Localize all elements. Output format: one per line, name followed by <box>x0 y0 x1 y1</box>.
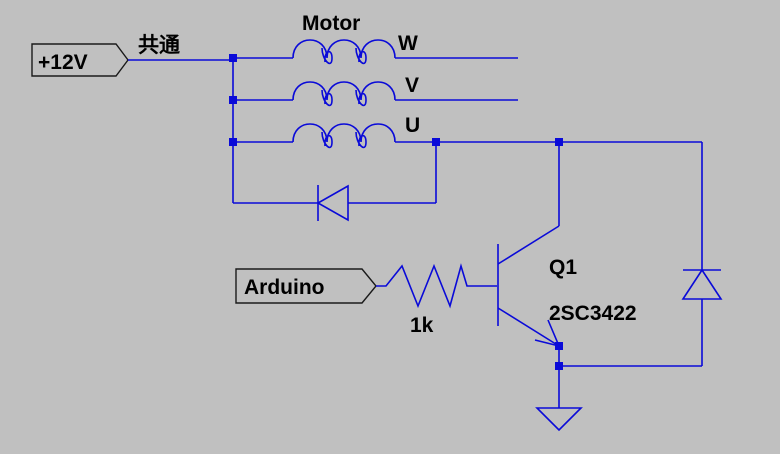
junction-node <box>432 138 440 146</box>
input-net-label: Arduino <box>244 276 324 299</box>
motor-title: Motor <box>302 12 360 35</box>
motor-coil-w <box>292 39 518 65</box>
supply-wiring <box>128 57 293 203</box>
transistor-ref-label: Q1 <box>549 256 577 279</box>
base-resistor <box>376 263 497 309</box>
phase-v-label: V <box>405 74 419 97</box>
supply-net-flag: +12V <box>31 43 129 77</box>
flyback-diode <box>233 142 437 222</box>
transistor-part-label: 2SC3422 <box>549 302 637 325</box>
phase-w-label: W <box>398 32 418 55</box>
resistor-value-label: 1k <box>410 314 434 337</box>
motor-coil-u <box>292 123 702 149</box>
motor-coil-v <box>292 81 518 107</box>
transistor-q1 <box>497 225 561 348</box>
common-label: 共通 <box>138 34 180 57</box>
junction-node <box>555 342 563 350</box>
junction-node <box>555 138 563 146</box>
emitter-wiring <box>558 346 702 408</box>
junction-node <box>229 96 237 104</box>
input-net-flag: Arduino <box>235 268 377 304</box>
junction-node <box>555 362 563 370</box>
ground-symbol <box>535 407 583 432</box>
supply-net-label: +12V <box>38 51 88 74</box>
junction-node <box>229 138 237 146</box>
junction-nodes <box>229 54 563 370</box>
protection-diode <box>681 142 723 366</box>
junction-node <box>229 54 237 62</box>
phase-u-label: U <box>405 114 420 137</box>
